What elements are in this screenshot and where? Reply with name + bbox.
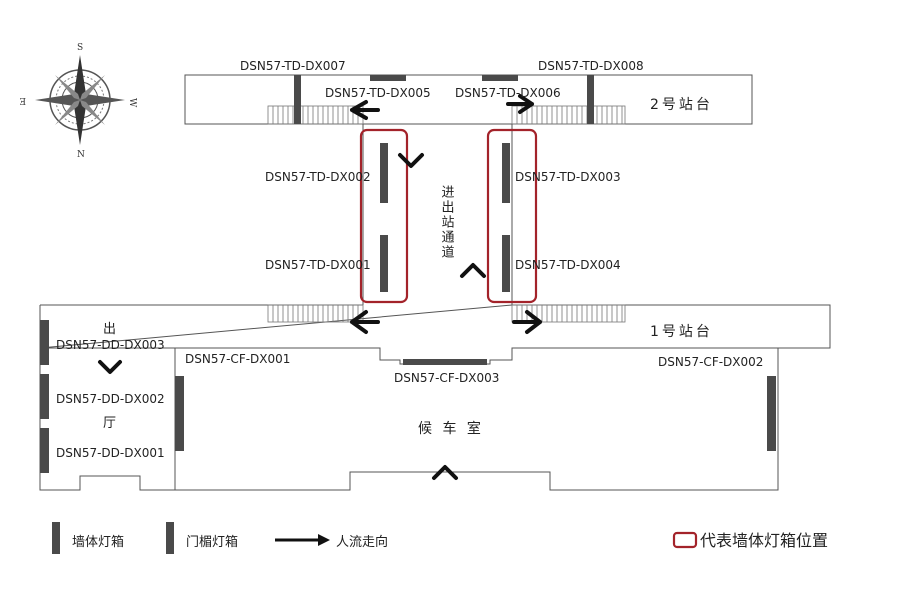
label-td005: DSN57-TD-DX005 bbox=[325, 86, 431, 100]
legend-flow-label: 人流走向 bbox=[336, 534, 388, 550]
waiting-room-label: 候 车 室 bbox=[418, 420, 484, 437]
compass-west: W bbox=[127, 98, 137, 108]
label-cf003: DSN57-CF-DX003 bbox=[394, 371, 499, 385]
flow-arrow-up-passage bbox=[460, 263, 486, 278]
platform-2-label: 2号站台 bbox=[650, 97, 713, 113]
passage-label: 进出站通道 bbox=[439, 185, 455, 260]
legend-highlight-swatch bbox=[672, 531, 698, 549]
highlight-right-passage bbox=[486, 128, 538, 304]
wall-lightbox-td001 bbox=[380, 235, 388, 292]
label-td003: DSN57-TD-DX003 bbox=[515, 170, 621, 184]
legend-door-lightbox-swatch bbox=[166, 522, 174, 554]
label-dd003: DSN57-DD-DX003 bbox=[56, 338, 165, 352]
stairs-platform-2-right bbox=[511, 105, 626, 125]
stairs-platform-1-right bbox=[511, 304, 626, 323]
flow-arrow-left-top bbox=[350, 100, 380, 120]
wall-lightbox-dd003 bbox=[40, 320, 49, 365]
label-td001: DSN57-TD-DX001 bbox=[265, 258, 371, 272]
wall-lightbox-dd001 bbox=[40, 428, 49, 473]
legend-door-lightbox-label: 门楣灯箱 bbox=[186, 534, 238, 550]
label-td004: DSN57-TD-DX004 bbox=[515, 258, 621, 272]
flow-arrow-waiting-up bbox=[432, 465, 458, 480]
flow-arrow-exit-down bbox=[98, 360, 122, 374]
platform-1-label: 1号站台 bbox=[650, 324, 713, 340]
wall-lightbox-td003 bbox=[502, 143, 510, 203]
wall-lightbox-td008 bbox=[587, 75, 594, 124]
door-lightbox-cf003 bbox=[403, 359, 487, 365]
exit-hall-label-top: 出 bbox=[103, 322, 116, 337]
wall-lightbox-cf002 bbox=[767, 376, 776, 451]
wall-lightbox-dd002 bbox=[40, 374, 49, 419]
wall-lightbox-cf001 bbox=[175, 376, 184, 451]
label-td008: DSN57-TD-DX008 bbox=[538, 59, 644, 73]
highlight-left-passage bbox=[359, 128, 409, 304]
flow-arrow-left-bottom bbox=[350, 310, 380, 334]
compass-north: N bbox=[77, 150, 85, 160]
label-cf002: DSN57-CF-DX002 bbox=[658, 355, 763, 369]
stairs-platform-2-left bbox=[267, 105, 364, 125]
label-dd002: DSN57-DD-DX002 bbox=[56, 392, 165, 406]
door-lightbox-td005 bbox=[370, 75, 406, 81]
door-lightbox-td006 bbox=[482, 75, 518, 81]
platform-2 bbox=[184, 74, 753, 125]
legend-wall-lightbox-swatch bbox=[52, 522, 60, 554]
compass-rose: S N E W bbox=[19, 43, 137, 160]
label-td002: DSN57-TD-DX002 bbox=[265, 170, 371, 184]
wall-lightbox-td002 bbox=[380, 143, 388, 203]
label-td007: DSN57-TD-DX007 bbox=[240, 59, 346, 73]
exit-hall-label-bottom: 厅 bbox=[103, 416, 116, 431]
legend-highlight-label: 代表墙体灯箱位置 bbox=[700, 531, 828, 550]
legend-wall-lightbox-label: 墙体灯箱 bbox=[72, 534, 124, 550]
wall-lightbox-td004 bbox=[502, 235, 510, 292]
compass-south: S bbox=[77, 43, 83, 53]
wall-lightbox-td007 bbox=[294, 75, 301, 124]
label-cf001: DSN57-CF-DX001 bbox=[185, 352, 290, 366]
compass-east: E bbox=[19, 95, 26, 105]
flow-arrow-down-passage bbox=[398, 153, 424, 168]
legend: 墙体灯箱 门楣灯箱 人流走向 代表墙体灯箱位置 bbox=[52, 522, 828, 554]
flow-arrow-right-bottom bbox=[512, 310, 542, 334]
flow-arrow-right-top bbox=[506, 94, 534, 114]
label-dd001: DSN57-DD-DX001 bbox=[56, 446, 165, 460]
label-td006: DSN57-TD-DX006 bbox=[455, 86, 561, 100]
